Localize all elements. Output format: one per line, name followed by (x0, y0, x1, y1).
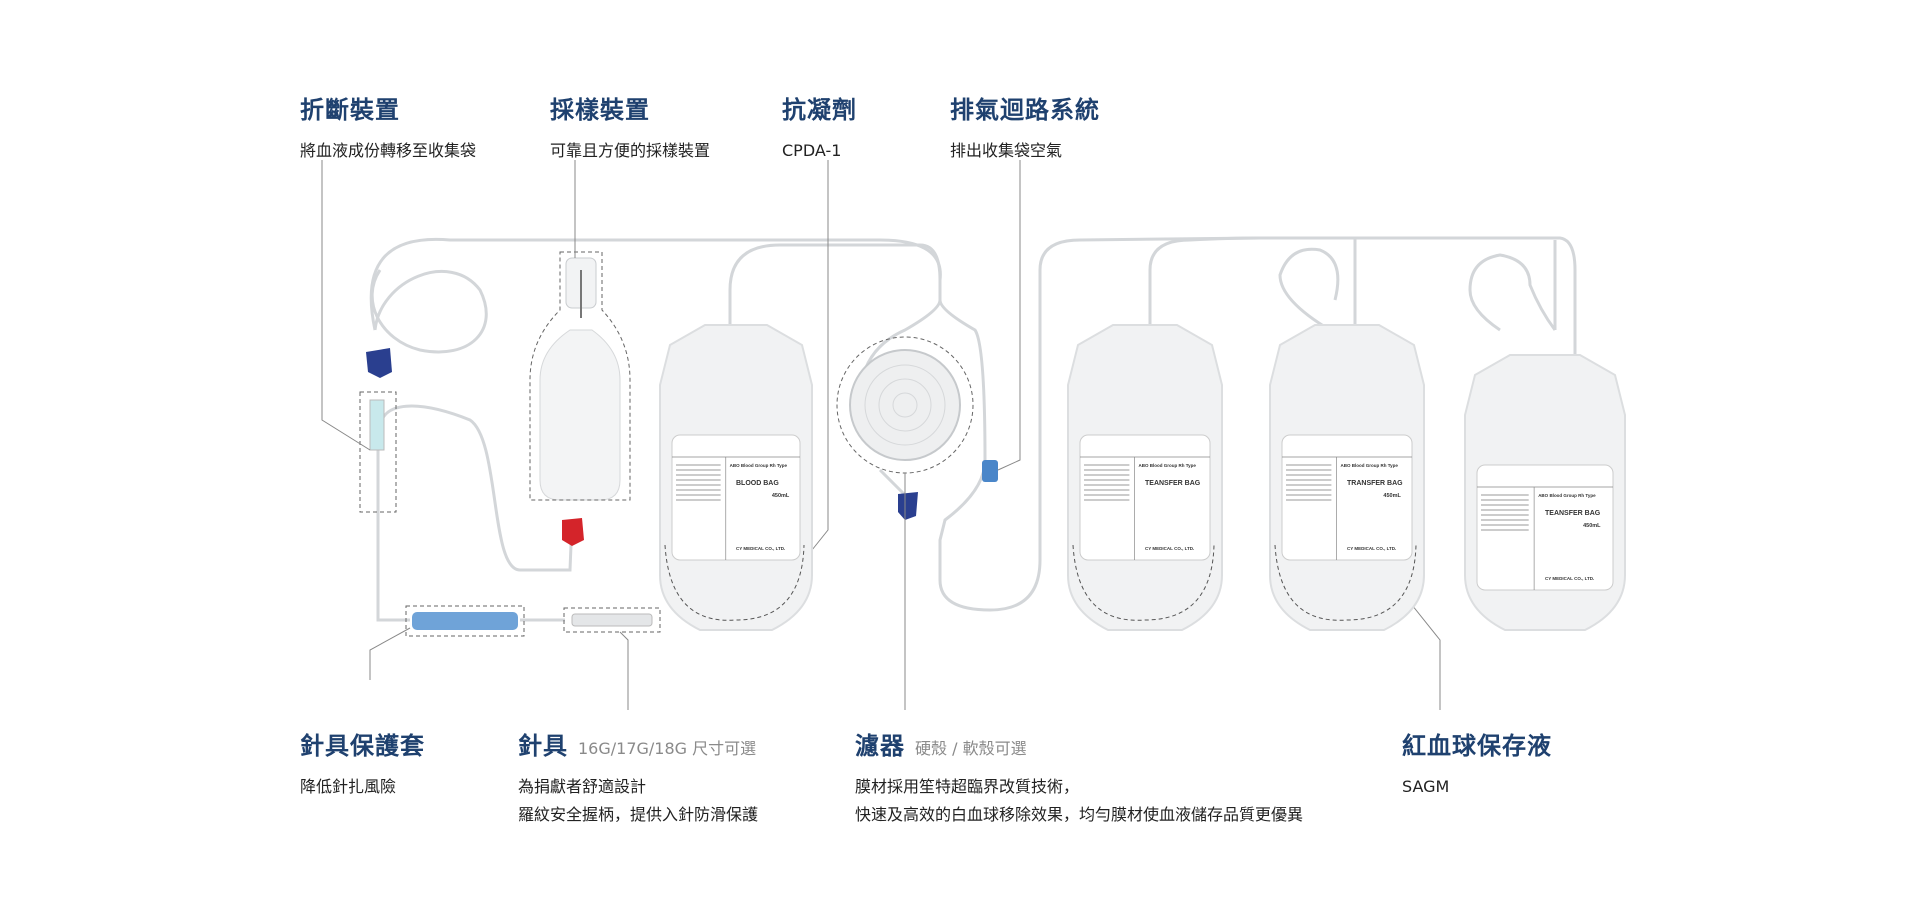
bag-label-text: ABO Blood Group Rh Type (730, 463, 788, 468)
bag-label-text: CY MEDICAL CO., LTD. (1145, 546, 1194, 551)
bag-label-text: ABO Blood Group Rh Type (1139, 463, 1197, 468)
vent-connector (982, 460, 998, 482)
label-title: 抗凝劑 (782, 96, 857, 124)
label-note: 硬殼 / 軟殼可選 (915, 739, 1027, 758)
bag-label-text: CY MEDICAL CO., LTD. (1545, 576, 1594, 581)
clamp-red-icon (562, 518, 584, 546)
label-title: 排氣迴路系統 (950, 96, 1100, 124)
label-anticoagulant: 抗凝劑 CPDA-1 (782, 90, 857, 165)
filter (836, 336, 974, 474)
bag-label-text: 450mL (1383, 493, 1401, 499)
bag-label-text: BLOOD BAG (736, 480, 779, 487)
label-desc: 羅紋安全握柄，提供入針防滑保護 (518, 805, 759, 824)
label-desc: 將血液成份轉移至收集袋 (300, 141, 477, 160)
label-title: 採樣裝置 (550, 96, 650, 124)
label-break-device: 折斷裝置 將血液成份轉移至收集袋 (300, 90, 476, 165)
label-desc: 快速及高效的白血球移除效果，均勻膜材使血液儲存品質更優異 (855, 805, 1304, 824)
label-title: 針具 (518, 732, 568, 760)
clamp-blue-icon (898, 492, 918, 520)
label-title: 紅血球保存液 (1402, 732, 1552, 760)
bag-label-text: ABO Blood Group Rh Type (1341, 463, 1399, 468)
bag-label-text: TEANSFER BAG (1545, 510, 1601, 517)
label-desc: 降低針扎風險 (300, 777, 397, 796)
bag-label-text: CY MEDICAL CO., LTD. (1347, 546, 1396, 551)
label-desc: 排出收集袋空氣 (950, 141, 1063, 160)
label-desc: SAGM (1402, 777, 1450, 796)
needle-guard (412, 612, 518, 630)
label-desc: CPDA-1 (782, 141, 842, 160)
label-title: 濾器 (855, 732, 905, 760)
label-desc: 可靠且方便的採樣裝置 (550, 141, 711, 160)
bag-label-text: TRANSFER BAG (1347, 480, 1403, 487)
label-filter: 濾器硬殼 / 軟殼可選 膜材採用笙特超臨界改質技術， 快速及高效的白血球移除效果，… (855, 726, 1303, 829)
bag-label-text: 450mL (1583, 523, 1601, 529)
clamp-blue-icon (366, 348, 392, 378)
label-needle: 針具 16G/17G/18G 尺寸可選 為捐獻者舒適設計羅紋安全握柄，提供入針防滑… (518, 726, 758, 829)
label-rbc-solution: 紅血球保存液 SAGM (1402, 726, 1552, 801)
leader-lines (321, 160, 1441, 710)
label-title: 針具保護套 (300, 732, 425, 760)
bag-label-text: ABO Blood Group Rh Type (1538, 493, 1596, 498)
label-note: 16G/17G/18G 尺寸可選 (578, 739, 757, 758)
tubing (369, 236, 1577, 622)
bag-label-text: TEANSFER BAG (1145, 480, 1201, 487)
label-desc: 膜材採用笙特超臨界改質技術， (855, 777, 1080, 796)
label-needle-guard: 針具保護套 降低針扎風險 (300, 726, 425, 801)
label-sampling-device: 採樣裝置 可靠且方便的採樣裝置 (550, 90, 710, 165)
label-title: 折斷裝置 (300, 96, 400, 124)
sampling-pouch (529, 251, 631, 501)
label-desc: 為捐獻者舒適設計 (518, 777, 647, 796)
bag-label-text: 450mL (772, 493, 790, 499)
label-vent-system: 排氣迴路系統 排出收集袋空氣 (950, 90, 1100, 165)
needle (571, 613, 653, 627)
bag-label-text: CY MEDICAL CO., LTD. (736, 546, 785, 551)
